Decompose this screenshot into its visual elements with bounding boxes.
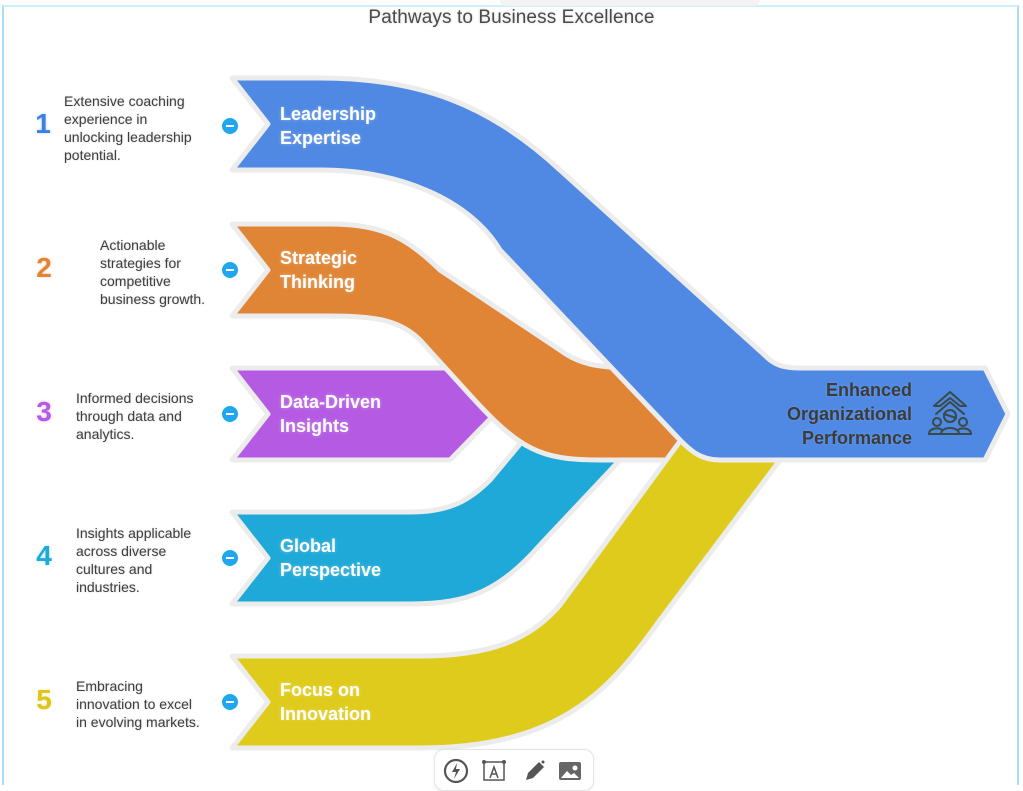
pathway-ribbon-innovation[interactable] (229, 411, 793, 751)
step-number-5: 5 (36, 684, 52, 715)
pathway-label-3: Data-Driven Insights (280, 392, 382, 436)
bottom-toolbar (434, 749, 594, 791)
top-handle (500, 0, 760, 6)
collapse-button-4[interactable] (222, 550, 238, 566)
pathway-ribbon-leadership[interactable] (229, 75, 1011, 463)
canvas-frame (2, 5, 1019, 785)
pathway-label-1: Leadership Expertise (280, 104, 377, 148)
collapse-button-2[interactable] (222, 262, 238, 278)
pathway-label-2: Strategic Thinking (280, 248, 358, 292)
step-description-5: Embracing innovation to excel in evolvin… (76, 678, 200, 730)
step-description-3: Informed decisions through data and anal… (76, 390, 194, 442)
image-icon[interactable] (557, 758, 583, 784)
pathway-ribbon-strategic[interactable] (229, 221, 703, 463)
diagram-title: Pathways to Business Excellence (368, 7, 655, 28)
pathway-label-5: Focus on Innovation (280, 680, 371, 724)
step-number-3: 3 (36, 396, 52, 427)
team-growth-arrow-icon (928, 391, 972, 435)
flow-diagram (229, 75, 1011, 751)
collapse-button-5[interactable] (222, 694, 238, 710)
step-description-1: Extensive coaching experience in unlocki… (64, 93, 192, 163)
collapse-button-1[interactable] (222, 118, 238, 134)
step-description-2: Actionable strategies for competitive bu… (100, 237, 206, 307)
pen-icon[interactable] (521, 758, 547, 784)
pathway-label-4: Global Perspective (280, 536, 382, 580)
step-number-2: 2 (36, 252, 52, 283)
collapse-button-3[interactable] (222, 406, 238, 422)
step-number-1: 1 (35, 108, 51, 139)
pathway-ribbon-global[interactable] (229, 417, 663, 607)
step-description-4: Insights applicable across diverse cultu… (76, 525, 192, 595)
step-number-4: 4 (36, 540, 52, 571)
lightning-icon[interactable] (443, 758, 469, 784)
outcome-label: Enhanced Organizational Performance (786, 380, 912, 448)
text-frame-icon[interactable] (481, 758, 507, 784)
